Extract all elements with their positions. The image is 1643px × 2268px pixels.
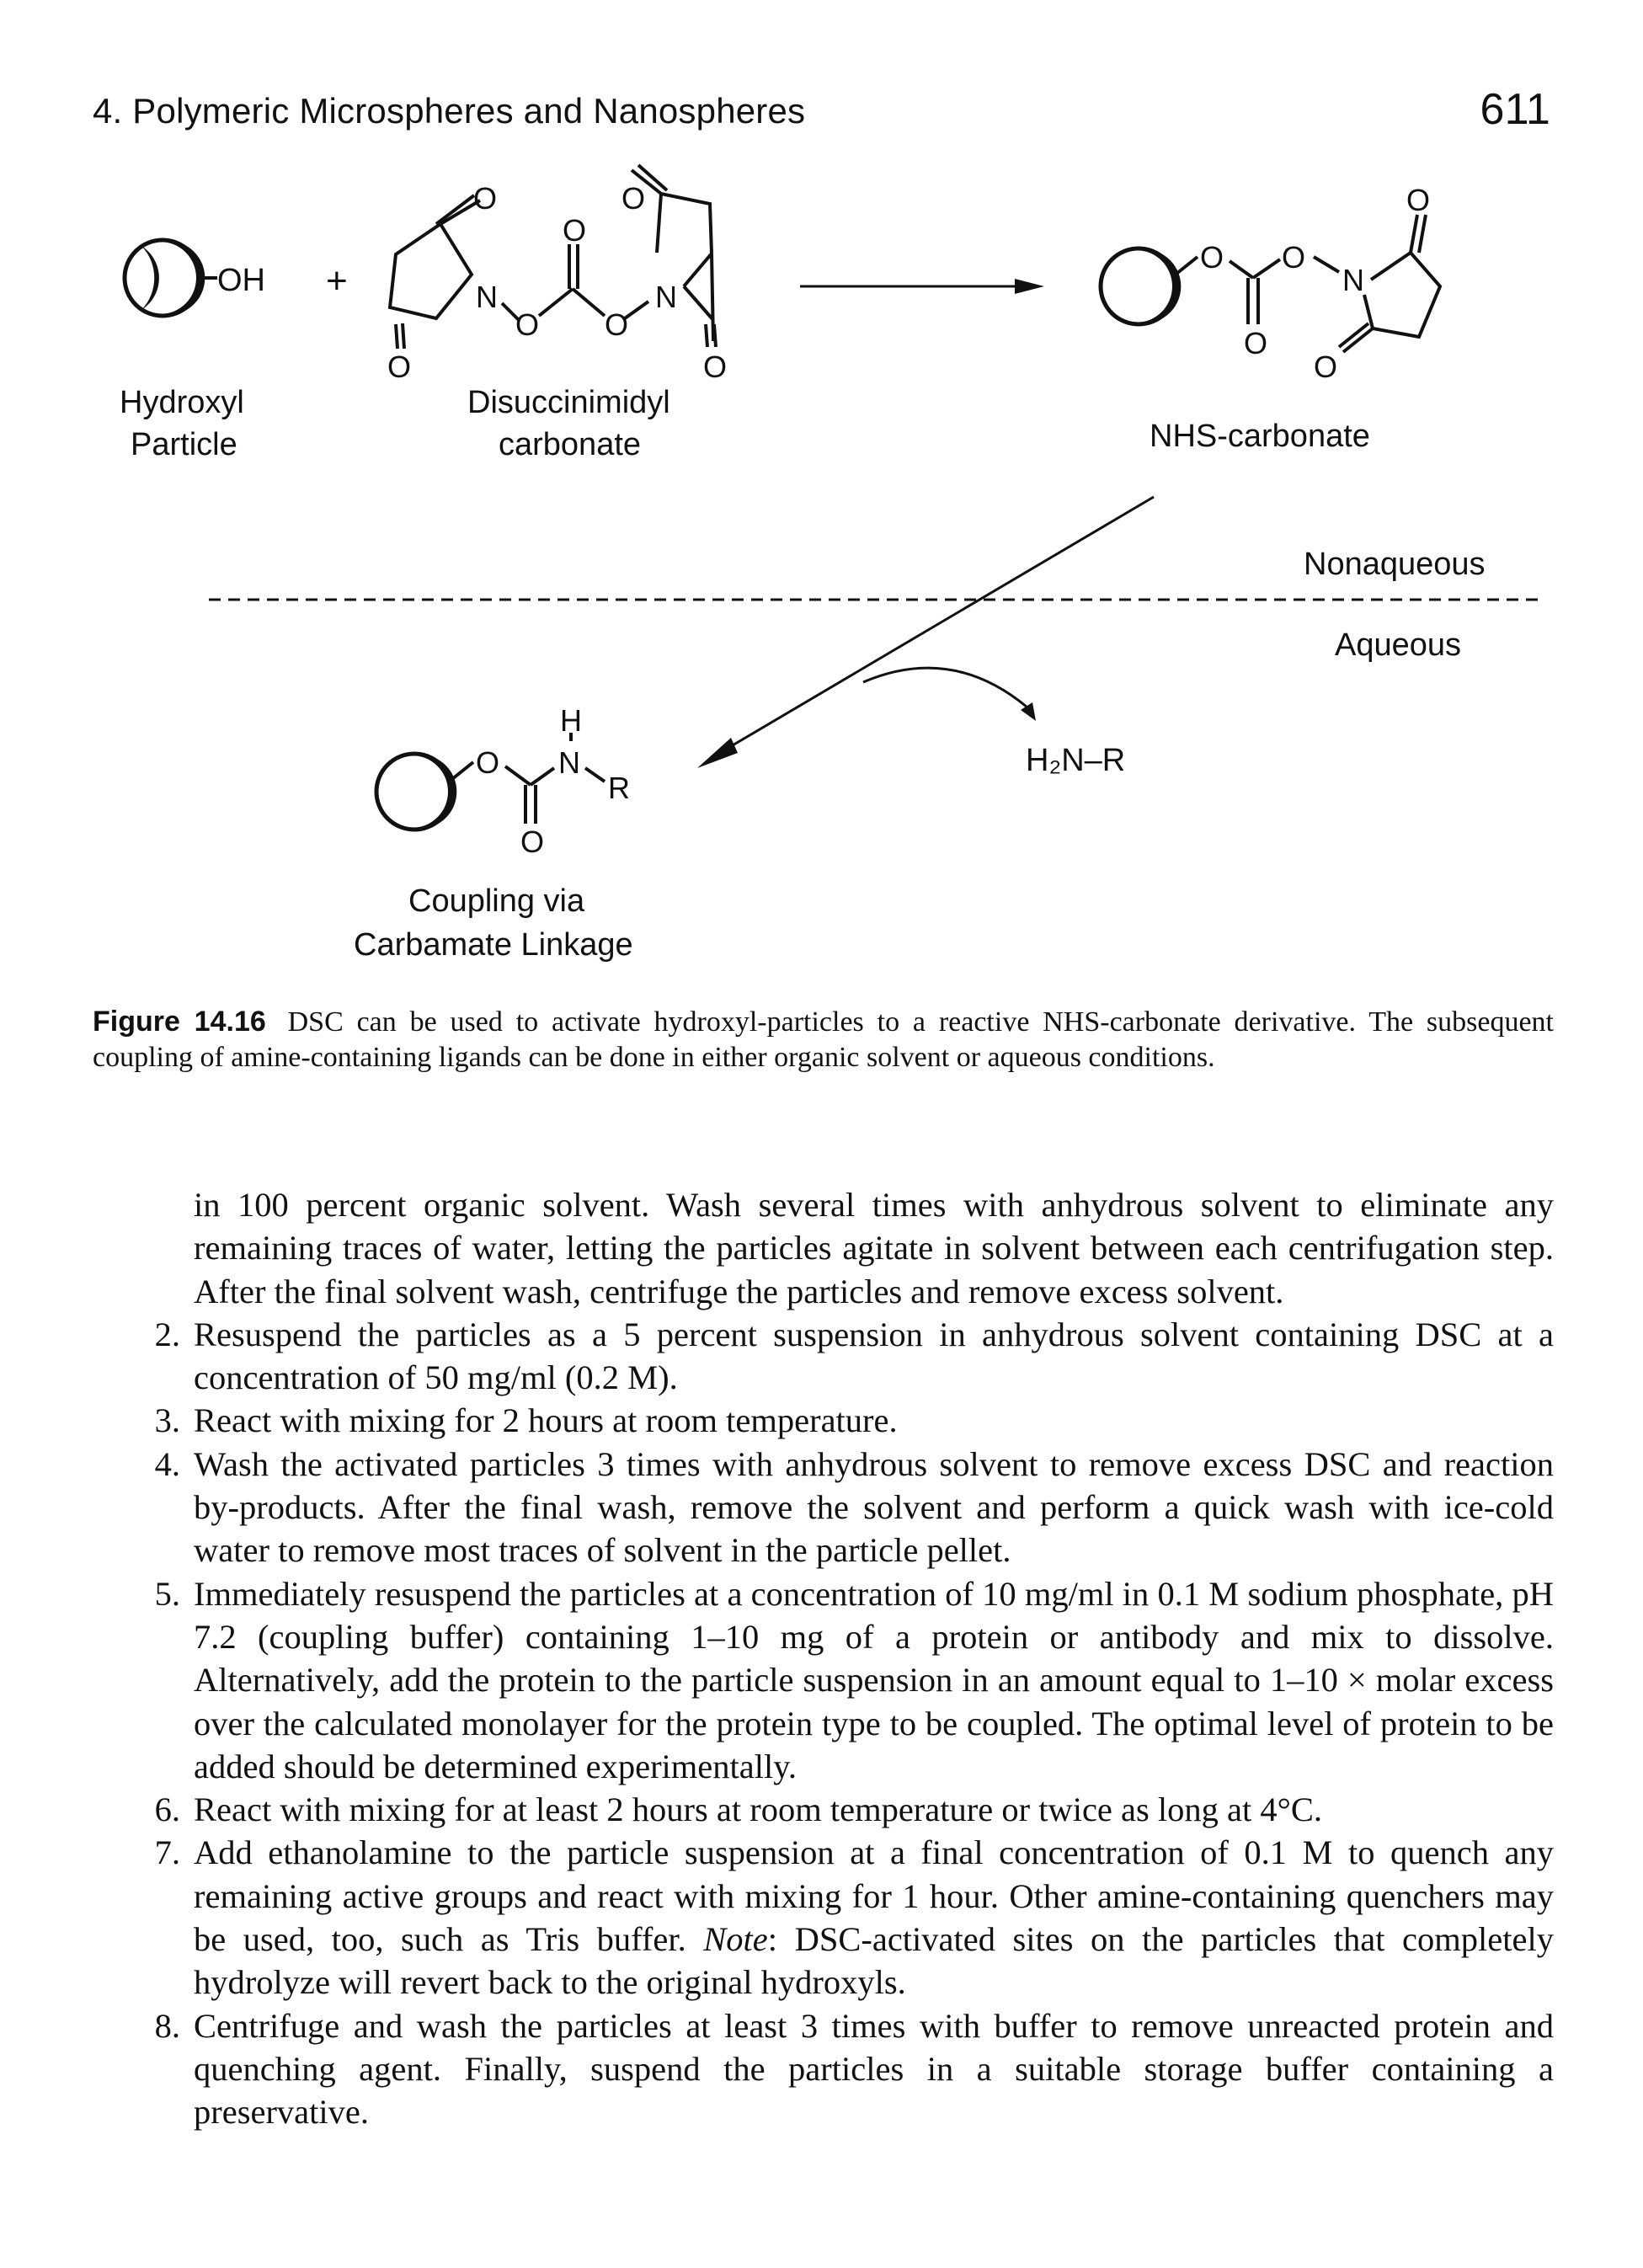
list-item: 6. React with mixing for at least 2 hour… — [93, 1788, 1554, 1831]
aqueous-label: Aqueous — [1335, 627, 1461, 663]
nhs-carbonate-label: NHS-carbonate — [1150, 419, 1370, 454]
hydroxyl-oh-label: OH — [217, 263, 265, 298]
atom-o: O — [605, 307, 628, 342]
list-item-number: 4. — [154, 1444, 180, 1483]
amine-label: H₂N–R — [1026, 743, 1125, 778]
amine-attack-curve — [862, 666, 1028, 709]
coupled-particle — [374, 751, 457, 832]
list-item: 3. React with mixing for 2 hours at room… — [93, 1399, 1554, 1442]
list-item-number: 2. — [154, 1315, 180, 1353]
coupling-label-line2: Carbamate Linkage — [354, 927, 633, 963]
plus-sign: + — [326, 260, 348, 302]
dsc-label-line1: Disuccinimidyl — [467, 385, 670, 420]
list-item-text: Immediately resuspend the particles at a… — [194, 1574, 1554, 1785]
running-title: 4. Polymeric Microspheres and Nanosphere… — [93, 91, 806, 131]
figure-caption-label: Figure 14.16 — [93, 1006, 266, 1038]
list-item-text: React with mixing for 2 hours at room te… — [194, 1401, 898, 1440]
coupling-label-line1: Coupling via — [408, 883, 585, 919]
atom-r: R — [608, 771, 630, 805]
atom-o: O — [1406, 183, 1430, 217]
list-item: 4. Wash the activated particles 3 times … — [93, 1443, 1554, 1572]
list-item-number: 7. — [154, 1833, 180, 1872]
hydroxyl-label-line2: Particle — [131, 427, 237, 462]
reaction-scheme-figure: OH + Hydroxyl Particle O O O N N O O O — [120, 163, 1545, 963]
dsc-molecule — [387, 163, 717, 350]
note-label: Note — [703, 1920, 768, 1959]
list-item-number: 3. — [154, 1401, 180, 1440]
atom-o: O — [1282, 240, 1305, 275]
list-item-text: Add ethanolamine to the particle suspens… — [194, 1831, 1554, 2004]
carbamate-bonds — [451, 733, 606, 824]
atom-n: N — [476, 280, 498, 314]
list-item: 5. Immediately resuspend the particles a… — [93, 1572, 1554, 1788]
reaction-arrow — [800, 279, 1044, 294]
atom-h: H — [560, 703, 582, 738]
atom-o: O — [473, 181, 497, 216]
list-item-text: Centrifuge and wash the particles at lea… — [194, 2006, 1554, 2132]
nhs-atom-labels: O O O N O O — [1200, 183, 1430, 384]
list-item: 2. Resuspend the particles as a 5 percen… — [93, 1313, 1554, 1400]
list-item-text: React with mixing for at least 2 hours a… — [194, 1790, 1322, 1829]
dsc-atom-labels: O O O N N O O O O — [387, 181, 727, 384]
list-item-number: 6. — [154, 1790, 180, 1829]
list-item-text: Resuspend the particles as a 5 percent s… — [194, 1315, 1554, 1397]
atom-o: O — [520, 824, 544, 859]
continued-paragraph: in 100 percent organic solvent. Wash sev… — [194, 1186, 1554, 1310]
carbamate-atom-labels: H O N R O — [476, 703, 630, 859]
atom-n: N — [558, 745, 580, 780]
body-text: in 100 percent organic solvent. Wash sev… — [93, 1183, 1554, 2134]
list-item-number: 5. — [154, 1574, 180, 1613]
list-item-text-part: : DSC-activated sites on the particles t… — [194, 1920, 1554, 2002]
nonaqueous-label: Nonaqueous — [1304, 547, 1486, 582]
atom-o: O — [387, 350, 411, 384]
atom-o: O — [703, 350, 727, 384]
list-item-text-part: Add ethanolamine to the particle suspens… — [194, 1833, 1554, 1959]
atom-n: N — [655, 280, 677, 314]
hydroxyl-label-line1: Hydroxyl — [120, 385, 244, 420]
atom-o: O — [1244, 326, 1267, 360]
list-item: 8. Centrifuge and wash the particles at … — [93, 2004, 1554, 2134]
coupling-arrow — [697, 495, 1155, 768]
atom-o: O — [515, 307, 539, 342]
dsc-label-line2: carbonate — [499, 427, 641, 462]
figure-caption-text: DSC can be used to activate hydroxyl-par… — [93, 1006, 1555, 1073]
nhs-carbonate-particle — [1098, 246, 1182, 327]
atom-o: O — [1314, 350, 1337, 384]
figure-caption: Figure 14.16 DSC can be used to activate… — [93, 1004, 1554, 1075]
list-item: 7. Add ethanolamine to the particle susp… — [93, 1831, 1554, 2004]
atom-n: N — [1342, 263, 1364, 297]
list-item-number: 8. — [154, 2006, 180, 2045]
page-number: 611 — [1480, 85, 1550, 134]
nhs-carbonate-bonds — [1175, 214, 1443, 354]
atom-o: O — [621, 181, 645, 216]
atom-o: O — [563, 213, 586, 248]
atom-o: O — [476, 745, 499, 780]
hydroxyl-particle: OH — [122, 237, 265, 318]
list-item-text: Wash the activated particles 3 times wit… — [194, 1444, 1554, 1570]
atom-o: O — [1200, 240, 1224, 275]
